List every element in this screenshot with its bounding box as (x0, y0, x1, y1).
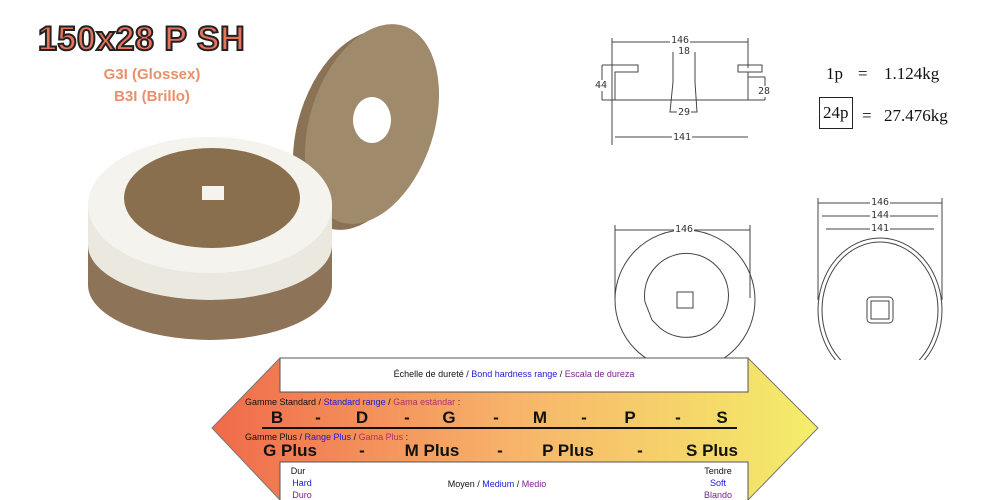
unit-weight: 1.124kg (884, 64, 940, 83)
hard-fr: Dur (290, 466, 306, 476)
grade-S: S (716, 408, 728, 427)
variant-brillo: B3I (Brillo) (114, 88, 190, 105)
dim-label: 144 (869, 210, 891, 221)
grade-separator: - (637, 441, 643, 460)
scale-header: Échelle de dureté / Bond hardness range … (393, 369, 635, 379)
medium-label: Moyen / Medium / Medio (447, 479, 547, 489)
grade-plus: M Plus (404, 441, 460, 460)
grade-separator: - (675, 408, 681, 427)
dim-label: 141 (671, 132, 693, 143)
dim-label: 44 (594, 80, 609, 91)
dim-label: 146 (869, 197, 891, 208)
standard-range-label: Gamme Standard / Standard range / Gama e… (245, 397, 461, 407)
header-box (279, 357, 749, 393)
dim-label: 29 (676, 107, 692, 118)
grade-plus: G Plus (263, 441, 317, 460)
equals: = (858, 64, 868, 83)
grade-separator: - (359, 441, 365, 460)
dim-label: 141 (869, 223, 891, 234)
product-photo (88, 24, 440, 340)
grade-M: M (532, 408, 548, 427)
hard-en: Hard (292, 478, 312, 488)
grade-separator: - (404, 408, 410, 427)
wheel-back (292, 24, 440, 230)
wheel-front (88, 137, 332, 340)
grade-separator: - (581, 408, 587, 427)
grade-plus: P Plus (542, 441, 594, 460)
grade-separator: - (497, 441, 503, 460)
equals: = (862, 106, 872, 125)
hard-es: Duro (292, 490, 312, 500)
grade-plus: S Plus (686, 441, 738, 460)
dim-label: 28 (757, 86, 772, 97)
grade-separator: - (315, 408, 321, 427)
grade-P: P (624, 408, 636, 427)
grade-B: B (270, 408, 284, 427)
pack-qty: 24p (819, 97, 853, 129)
unit-qty: 1p (826, 64, 843, 83)
dim-label: 146 (673, 224, 695, 235)
dim-label: 18 (676, 46, 692, 57)
grade-D: D (355, 408, 369, 427)
dim-label: 146 (669, 35, 691, 46)
side-view-drawing (817, 198, 943, 360)
soft-en: Soft (709, 478, 727, 488)
variant-glossex: G3I (Glossex) (103, 66, 201, 83)
grade-separator: - (493, 408, 499, 427)
grade-G: G (442, 408, 456, 427)
pack-weight: 27.476kg (884, 106, 948, 125)
soft-es: Blando (703, 490, 733, 500)
soft-fr: Tendre (704, 466, 732, 476)
legend-box (279, 461, 749, 500)
product-title: 150x28 P SH (37, 19, 246, 59)
plus-range-label: Gamme Plus / Range Plus / Gama Plus : (245, 432, 409, 442)
